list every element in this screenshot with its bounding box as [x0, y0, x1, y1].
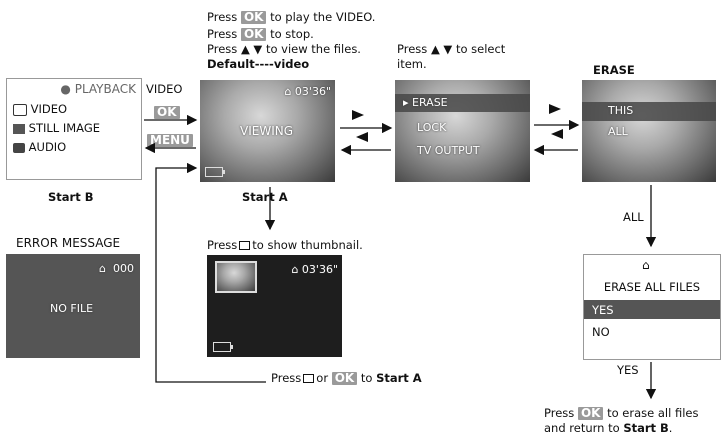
final-note-line2: and return to Start B.: [544, 421, 673, 435]
video-camera-icon: ⌂: [642, 258, 650, 272]
erase-all-highlight: [584, 300, 720, 319]
yes-branch-label: YES: [617, 363, 639, 377]
menu-key: MENU: [147, 129, 193, 148]
error-counter: ⌂ 000: [99, 262, 134, 275]
video-camera-icon: ⌂: [99, 262, 106, 275]
video-camera-icon: ⌂: [284, 85, 292, 98]
battery-icon: [213, 342, 233, 352]
playback-label: ● PLAYBACK: [60, 82, 136, 96]
arrow-thumbnail-to-a: [155, 162, 266, 383]
final-note: Press OK to erase all files: [544, 406, 699, 420]
thumbnail-image: [215, 261, 257, 293]
menu-item-audio: AUDIO: [13, 140, 66, 154]
menu-item-video: VIDEO: [13, 102, 67, 116]
erase-all-no: NO: [592, 325, 610, 339]
audio-icon: [13, 142, 25, 153]
erase-title: ERASE: [593, 63, 635, 77]
ok-key: OK: [240, 11, 267, 24]
menu-screen: ▸ ERASE LOCK TV OUTPUT: [395, 80, 530, 182]
instruction-play: Press OK to play the VIDEO.: [207, 10, 376, 24]
thumbnail-counter: ⌂ 03'36": [291, 263, 338, 276]
video-camera-icon: [13, 103, 27, 116]
menu-item-erase: ▸ ERASE: [403, 96, 448, 109]
all-branch-label: ALL: [623, 210, 644, 224]
up-down-arrows-icon: ▲ ▼: [240, 42, 263, 56]
video-connector-label: VIDEO: [146, 82, 183, 96]
viewing-overlay: VIEWING: [240, 124, 294, 138]
select-note-line2: item.: [397, 57, 427, 71]
start-b-caption: Start B: [48, 190, 94, 204]
start-a-caption: Start A: [242, 190, 288, 204]
menu-item-tv-output: TV OUTPUT: [417, 144, 480, 157]
menu-item-still-image: STILL IMAGE: [13, 121, 100, 135]
ok-key: OK: [154, 101, 180, 120]
instruction-stop: Press OK to stop.: [207, 27, 314, 41]
ok-key: OK: [577, 407, 604, 420]
error-message: NO FILE: [50, 302, 94, 315]
erase-screen: THIS ALL: [582, 80, 716, 182]
up-down-arrows-icon: ▲ ▼: [430, 42, 453, 56]
default-title: Default----video: [207, 57, 310, 71]
ok-key: OK: [240, 28, 267, 41]
erase-all-title: ERASE ALL FILES: [603, 280, 701, 294]
left-triangle-icon: [551, 129, 563, 139]
thumbnail-button-icon: [303, 374, 315, 383]
right-triangle-icon: [549, 104, 561, 114]
erase-this-option: THIS: [608, 104, 634, 117]
video-camera-icon: ⌂: [291, 263, 299, 276]
start-a-screen: ⌂ 03'36" VIEWING: [200, 80, 335, 182]
thumbnail-button-icon: [239, 241, 251, 250]
menu-item-lock: LOCK: [417, 121, 447, 134]
erase-all-screen: ⌂ ERASE ALL FILES YES NO: [583, 254, 721, 360]
menu-highlight: [395, 94, 530, 112]
ok-key: OK: [331, 372, 358, 385]
error-screen: ⌂ 000 NO FILE: [6, 254, 140, 358]
image-icon: [13, 123, 25, 134]
thumbnail-screen: ⌂ 03'36": [207, 255, 342, 357]
instruction-view-files: Press ▲ ▼ to view the files.: [207, 42, 361, 56]
left-triangle-icon: [356, 132, 368, 142]
erase-all-option: ALL: [608, 125, 628, 138]
erase-highlight: [582, 102, 716, 121]
right-triangle-icon: [352, 110, 364, 120]
start-b-screen: ● PLAYBACK VIDEO STILL IMAGE AUDIO: [6, 78, 142, 180]
battery-icon: [205, 167, 225, 177]
select-note: Press ▲ ▼ to select: [397, 42, 506, 56]
error-title: ERROR MESSAGE: [16, 236, 121, 250]
video-counter: ⌂ 03'36": [284, 85, 331, 98]
erase-all-yes: YES: [592, 303, 614, 317]
